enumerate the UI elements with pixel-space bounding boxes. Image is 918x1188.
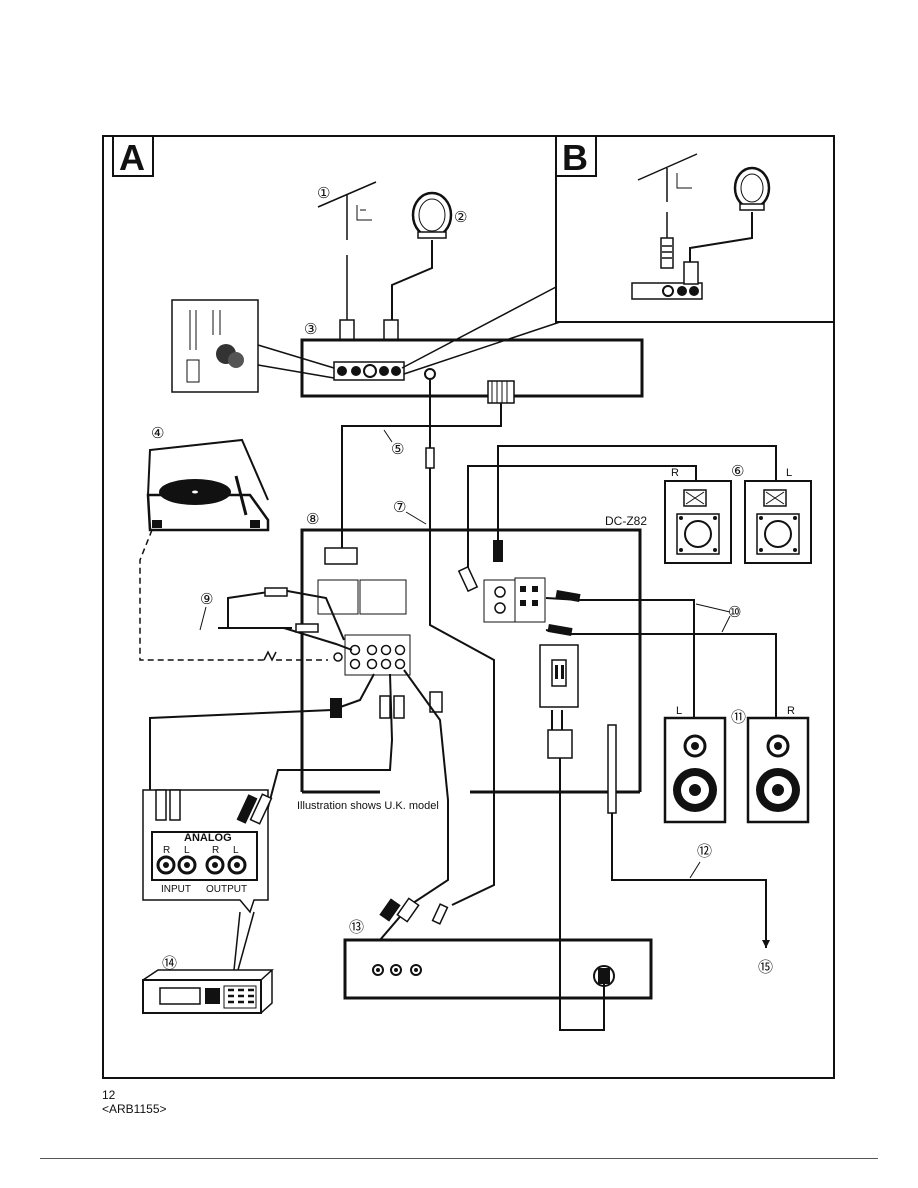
tuner-unit <box>300 338 644 398</box>
svg-text:R: R <box>212 845 219 856</box>
deck-output-cable <box>261 673 394 831</box>
svg-text:ANALOG: ANALOG <box>184 832 232 844</box>
speaker-label-r-top: R <box>671 467 679 479</box>
panel-a-label: A <box>112 135 154 178</box>
svg-text:A: A <box>119 137 145 178</box>
callout-13: ⑬ <box>349 918 364 936</box>
front-speaker-left <box>663 716 727 824</box>
speaker-label-l-bottom: L <box>676 705 682 717</box>
model-name: DC-Z82 <box>605 514 647 528</box>
ground-wire <box>139 529 264 661</box>
svg-text:OUTPUT: OUTPUT <box>206 884 247 895</box>
callout-15: ⑮ <box>758 958 773 976</box>
callout-2: ② <box>454 208 467 226</box>
turntable-cable <box>227 588 345 641</box>
front-speaker-cable-right <box>545 629 777 718</box>
front-speaker-right <box>746 716 810 824</box>
callout-9: ⑨ <box>200 590 213 608</box>
panel-b-pointer-2 <box>403 321 561 375</box>
callout-7: ⑦ <box>393 498 406 516</box>
callout-1: ① <box>317 184 330 202</box>
power-cord <box>559 750 605 1031</box>
panel-b-boundary <box>555 136 834 323</box>
page-number: 12 <box>102 1088 116 1102</box>
illustration-note: Illustration shows U.K. model <box>297 800 439 812</box>
tape-deck <box>142 969 274 1014</box>
svg-text:R: R <box>163 845 170 856</box>
antenna-cable <box>429 380 495 906</box>
turntable-cable-2 <box>283 627 353 651</box>
callout-5: ⑤ <box>391 440 404 458</box>
callout-14: ⑭ <box>162 954 177 972</box>
cd-player-unit <box>343 938 653 1000</box>
callout-4: ④ <box>151 424 164 442</box>
callout-12: ⑫ <box>697 842 712 860</box>
callout-6: ⑥ <box>731 462 744 480</box>
turntable <box>146 438 270 532</box>
diagram-frame <box>102 135 835 1079</box>
panel-b-pointer-1 <box>401 286 557 369</box>
speaker-label-r-bottom: R <box>787 705 795 717</box>
surround-speaker-right <box>664 480 732 564</box>
surround-speaker-left <box>744 480 812 564</box>
amplifier-unit <box>300 528 642 794</box>
analog-connector-panel: ANALOG R L R L INPUT OUTPUT <box>142 789 273 971</box>
panel-b-antenna-terminal <box>631 261 703 300</box>
svg-text:L: L <box>233 845 239 856</box>
document-code: <ARB1155> <box>102 1102 167 1116</box>
panel-b-label: B <box>555 135 597 178</box>
panel-b-fm-antenna <box>637 153 698 269</box>
fm-antenna <box>317 181 377 320</box>
page-edge-line <box>40 1158 878 1159</box>
panel-b-am-loop-antenna <box>689 166 771 268</box>
callout-11: ⑪ <box>731 708 746 726</box>
callout-10: ⑩ <box>728 603 741 621</box>
system-connector-plug <box>341 380 515 548</box>
connector-detail-inset <box>171 299 335 393</box>
svg-text:B: B <box>562 137 588 178</box>
am-loop-antenna <box>391 191 453 320</box>
speaker-label-l-top: L <box>786 467 792 479</box>
callout-3: ③ <box>304 320 317 338</box>
surround-cable-1 <box>497 445 777 540</box>
surround-cable-2 <box>467 465 697 580</box>
svg-text:L: L <box>184 845 190 856</box>
svg-text:INPUT: INPUT <box>161 884 191 895</box>
callout-8: ⑧ <box>306 510 319 528</box>
